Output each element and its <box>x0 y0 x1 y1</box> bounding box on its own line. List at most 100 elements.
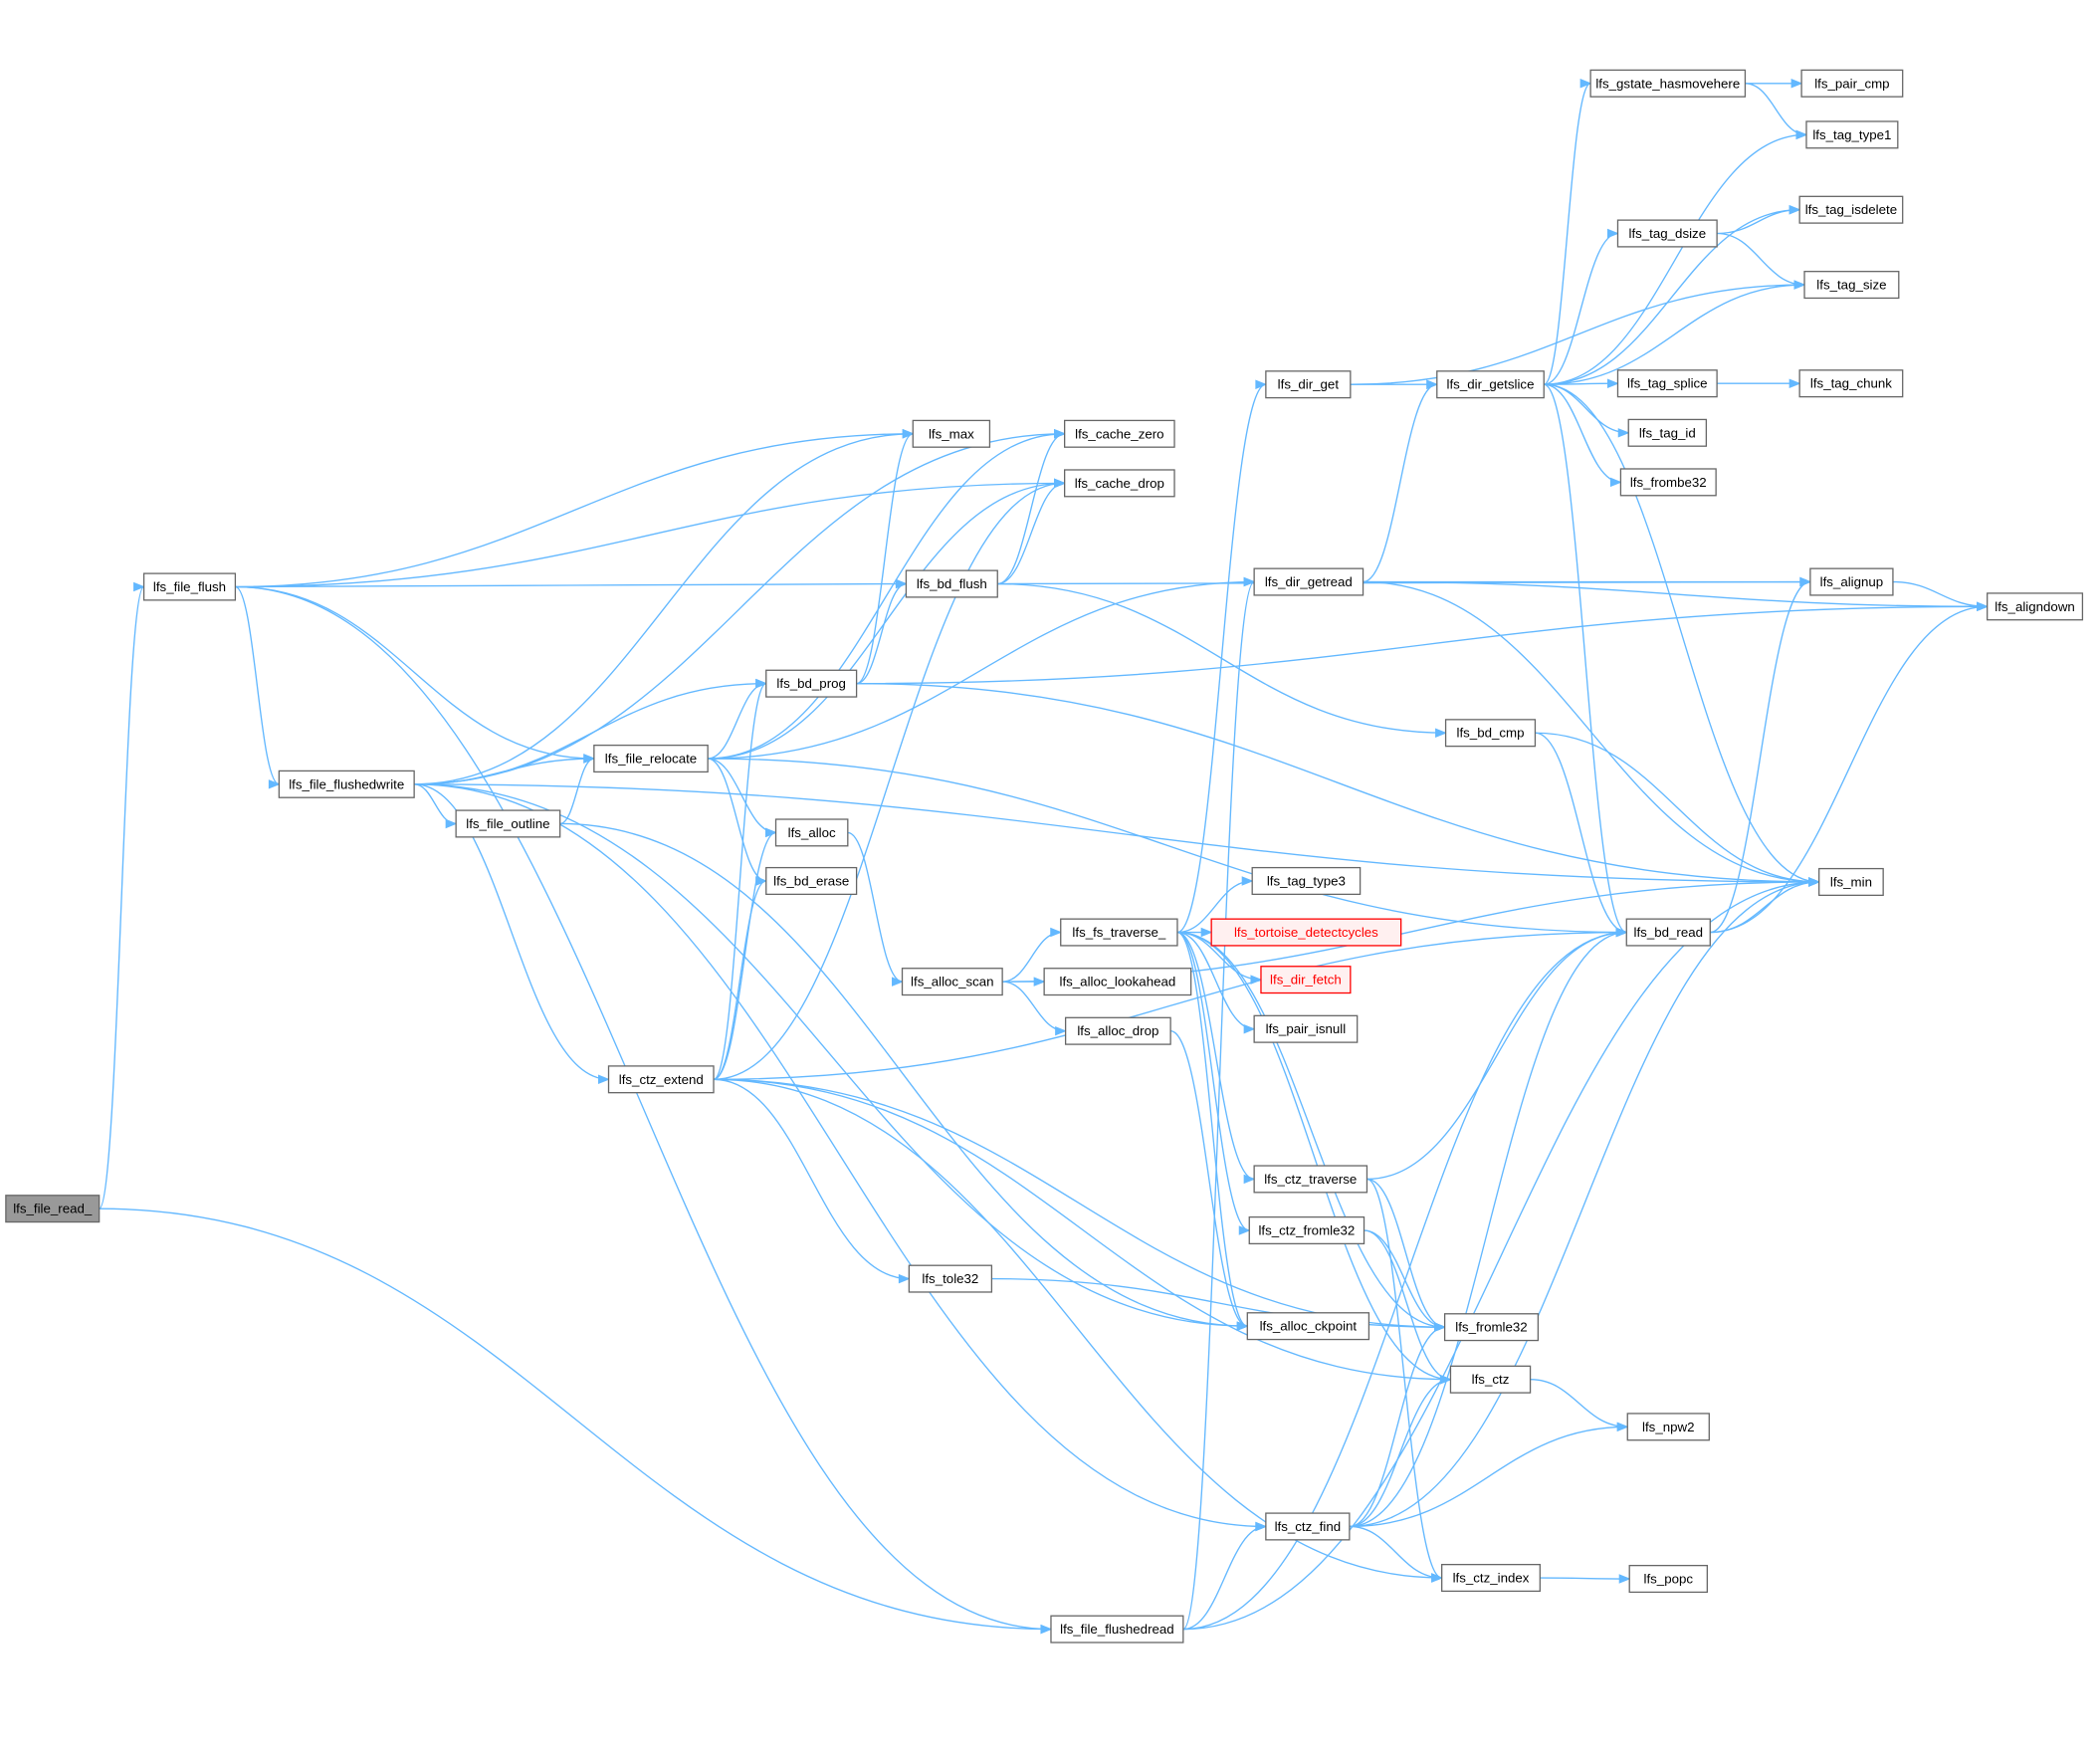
node-ctz[interactable]: lfs_ctz <box>1449 1365 1532 1394</box>
node-dir-getslice[interactable]: lfs_dir_getslice <box>1436 370 1545 399</box>
node-box[interactable] <box>607 1065 715 1094</box>
node-box[interactable] <box>1246 1312 1370 1341</box>
node-popc[interactable]: lfs_popc <box>1628 1564 1709 1594</box>
node-box[interactable] <box>1619 468 1717 497</box>
node-pair-isnull[interactable]: lfs_pair_isnull <box>1253 1014 1359 1043</box>
node-box[interactable] <box>1626 1413 1710 1441</box>
node-ctz-extend[interactable]: lfs_ctz_extend <box>607 1065 715 1094</box>
node-box[interactable] <box>1064 1016 1171 1045</box>
node-box[interactable] <box>1589 69 1747 98</box>
node-file-flush[interactable]: lfs_file_flush <box>142 572 237 601</box>
node-box[interactable] <box>1449 1365 1532 1394</box>
node-dir-getread[interactable]: lfs_dir_getread <box>1253 567 1365 596</box>
node-box[interactable] <box>1444 719 1537 748</box>
node-box[interactable] <box>908 1264 993 1293</box>
node-gstate-hasmovehere[interactable]: lfs_gstate_hasmovehere <box>1589 69 1747 98</box>
node-tag-size[interactable]: lfs_tag_size <box>1803 271 1900 300</box>
node-box[interactable] <box>1060 918 1178 947</box>
node-box[interactable] <box>1798 369 1904 398</box>
node-fromle32[interactable]: lfs_fromle32 <box>1443 1313 1540 1342</box>
node-alloc[interactable]: lfs_alloc <box>774 818 849 847</box>
node-box[interactable] <box>912 419 991 448</box>
node-bd-prog[interactable]: lfs_bd_prog <box>765 669 858 698</box>
node-box[interactable] <box>1625 918 1711 947</box>
node-file-flushedwrite[interactable]: lfs_file_flushedwrite <box>278 769 415 798</box>
node-box[interactable] <box>901 968 1003 996</box>
node-file-read[interactable]: lfs_file_read_ <box>5 1195 101 1223</box>
node-box[interactable] <box>593 744 709 773</box>
node-box[interactable] <box>1441 1563 1541 1593</box>
node-ctz-traverse[interactable]: lfs_ctz_traverse <box>1253 1165 1368 1194</box>
node-pair-cmp[interactable]: lfs_pair_cmp <box>1800 69 1904 98</box>
node-box[interactable] <box>1798 195 1904 224</box>
node-alignup[interactable]: lfs_alignup <box>1809 567 1894 596</box>
node-box[interactable] <box>1253 1014 1359 1043</box>
node-ctz-index[interactable]: lfs_ctz_index <box>1441 1563 1541 1593</box>
node-box[interactable] <box>1800 69 1904 98</box>
node-box[interactable] <box>455 809 561 838</box>
node-box[interactable] <box>1616 219 1718 248</box>
node-box[interactable] <box>765 866 858 896</box>
node-box[interactable] <box>905 569 998 598</box>
node-box[interactable] <box>1064 469 1175 498</box>
node-tag-type3[interactable]: lfs_tag_type3 <box>1251 866 1362 896</box>
node-tag-id[interactable]: lfs_tag_id <box>1627 418 1708 447</box>
node-box[interactable] <box>1616 369 1718 398</box>
node-tag-chunk[interactable]: lfs_tag_chunk <box>1798 369 1904 398</box>
node-box[interactable] <box>1809 567 1894 596</box>
node-alloc-ckpoint[interactable]: lfs_alloc_ckpoint <box>1246 1312 1370 1341</box>
node-tag-type1[interactable]: lfs_tag_type1 <box>1805 120 1899 149</box>
node-box[interactable] <box>1260 966 1352 994</box>
node-bd-read[interactable]: lfs_bd_read <box>1625 918 1711 947</box>
node-box[interactable] <box>1265 370 1352 399</box>
node-box[interactable] <box>765 669 858 698</box>
node-cache-drop[interactable]: lfs_cache_drop <box>1064 469 1175 498</box>
node-file-outline[interactable]: lfs_file_outline <box>455 809 561 838</box>
node-tag-isdelete[interactable]: lfs_tag_isdelete <box>1798 195 1904 224</box>
node-bd-erase[interactable]: lfs_bd_erase <box>765 866 858 896</box>
node-box[interactable] <box>1253 567 1365 596</box>
node-file-relocate[interactable]: lfs_file_relocate <box>593 744 709 773</box>
node-alloc-drop[interactable]: lfs_alloc_drop <box>1064 1016 1171 1045</box>
node-fs-traverse[interactable]: lfs_fs_traverse_ <box>1060 918 1178 947</box>
node-tortoise[interactable]: lfs_tortoise_detectcycles <box>1210 918 1402 947</box>
node-box[interactable] <box>5 1195 101 1223</box>
node-bd-cmp[interactable]: lfs_bd_cmp <box>1444 719 1537 748</box>
node-aligndown[interactable]: lfs_aligndown <box>1987 592 2084 621</box>
node-dir-get[interactable]: lfs_dir_get <box>1265 370 1352 399</box>
node-box[interactable] <box>1818 867 1884 897</box>
node-dir-fetch[interactable]: lfs_dir_fetch <box>1260 966 1352 994</box>
node-max[interactable]: lfs_max <box>912 419 991 448</box>
node-bd-flush[interactable]: lfs_bd_flush <box>905 569 998 598</box>
node-box[interactable] <box>1628 1564 1709 1594</box>
node-box[interactable] <box>142 572 237 601</box>
node-box[interactable] <box>1805 120 1899 149</box>
node-box[interactable] <box>1627 418 1708 447</box>
node-box[interactable] <box>1251 866 1362 896</box>
node-tole32[interactable]: lfs_tole32 <box>908 1264 993 1293</box>
node-box[interactable] <box>1803 271 1900 300</box>
node-npw2[interactable]: lfs_npw2 <box>1626 1413 1710 1441</box>
node-file-flushedread[interactable]: lfs_file_flushedread <box>1050 1615 1184 1644</box>
node-alloc-scan[interactable]: lfs_alloc_scan <box>901 968 1003 996</box>
node-box[interactable] <box>1248 1215 1365 1245</box>
node-cache-zero[interactable]: lfs_cache_zero <box>1064 419 1175 448</box>
node-box[interactable] <box>1253 1165 1368 1194</box>
node-box[interactable] <box>1064 419 1175 448</box>
node-box[interactable] <box>278 769 415 798</box>
node-box[interactable] <box>1210 918 1402 947</box>
node-alloc-lookahead[interactable]: lfs_alloc_lookahead <box>1043 968 1192 996</box>
node-box[interactable] <box>1443 1313 1540 1342</box>
node-min[interactable]: lfs_min <box>1818 867 1884 897</box>
node-ctz-find[interactable]: lfs_ctz_find <box>1265 1512 1351 1541</box>
node-box[interactable] <box>1043 968 1192 996</box>
node-box[interactable] <box>1050 1615 1184 1644</box>
node-tag-dsize[interactable]: lfs_tag_dsize <box>1616 219 1718 248</box>
node-frombe32[interactable]: lfs_frombe32 <box>1619 468 1717 497</box>
node-tag-splice[interactable]: lfs_tag_splice <box>1616 369 1718 398</box>
node-box[interactable] <box>1265 1512 1351 1541</box>
node-ctz-fromle32[interactable]: lfs_ctz_fromle32 <box>1248 1215 1365 1245</box>
node-box[interactable] <box>774 818 849 847</box>
node-box[interactable] <box>1987 592 2084 621</box>
node-box[interactable] <box>1436 370 1545 399</box>
